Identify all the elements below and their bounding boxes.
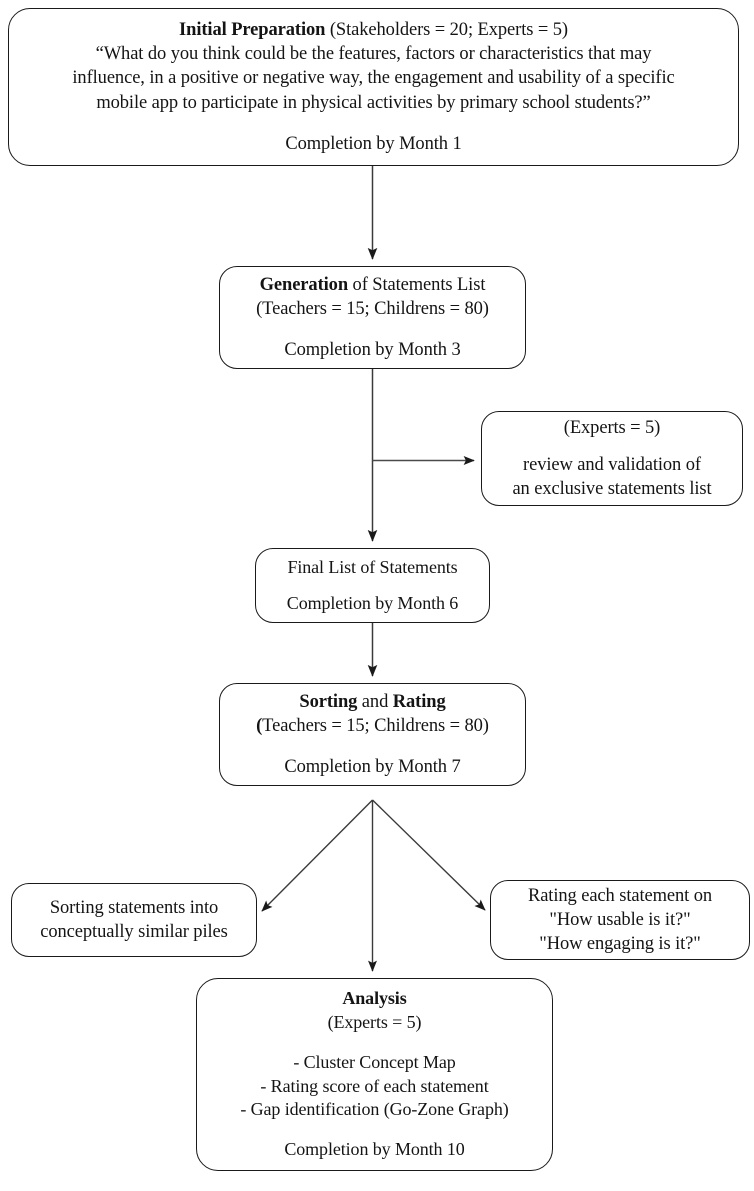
initial-question-line-2: influence, in a positive or negative way…	[72, 68, 675, 89]
analysis-participants: (Experts = 5)	[327, 1011, 422, 1032]
sorting-participants-row: (Teachers = 15; Childrens = 80)	[256, 714, 489, 738]
node-generation-of-statements-list[interactable]: Generation of Statements List (Teachers …	[219, 266, 526, 369]
analysis-bullet-3: - Gap identification (Go-Zone Graph)	[240, 1098, 509, 1119]
sorting-completion: Completion by Month 7	[284, 757, 461, 778]
generation-heading-rest: of Statements List	[348, 274, 486, 295]
final-list-title: Final List of Statements	[287, 556, 458, 577]
node-sorting-and-rating[interactable]: Sorting and Rating (Teachers = 15; Child…	[219, 683, 526, 786]
initial-question-line-3: mobile app to participate in physical ac…	[96, 92, 651, 113]
initial-completion: Completion by Month 1	[285, 133, 462, 154]
node-initial-preparation[interactable]: Initial Preparation (Stakeholders = 20; …	[8, 8, 739, 166]
sorting-heading-2: Rating	[392, 691, 446, 712]
sorting-heading-1: Sorting	[299, 691, 358, 712]
generation-heading: Generation	[259, 274, 349, 295]
generation-completion: Completion by Month 3	[284, 340, 461, 361]
node-analysis[interactable]: Analysis (Experts = 5) - Cluster Concept…	[196, 978, 553, 1171]
sort-piles-line-1: Sorting statements into	[49, 897, 219, 918]
node-rating-questions[interactable]: Rating each statement on "How usable is …	[490, 880, 750, 960]
analysis-heading-text: Analysis	[342, 988, 407, 1009]
analysis-completion: Completion by Month 10	[284, 1139, 465, 1160]
sorting-participants: Teachers = 15; Childrens = 80)	[262, 715, 489, 736]
node-sorting-statements-piles[interactable]: Sorting statements into conceptually sim…	[11, 883, 257, 957]
experts-line-1: review and validation of	[523, 454, 701, 475]
sorting-participants-open: (	[256, 715, 263, 736]
node-experts-review[interactable]: (Experts = 5) review and validation of a…	[481, 411, 743, 506]
experts-line-2: an exclusive statements list	[512, 478, 712, 499]
initial-heading: Initial Preparation	[179, 20, 326, 41]
generation-participants: (Teachers = 15; Childrens = 80)	[256, 298, 489, 319]
edge-sorting-to-sorting-piles	[261, 799, 373, 912]
initial-question-line-1: “What do you think could be the features…	[95, 44, 652, 65]
initial-heading-row: Initial Preparation (Stakeholders = 20; …	[179, 18, 568, 42]
sorting-heading-row: Sorting and Rating	[299, 690, 445, 714]
experts-participants: (Experts = 5)	[563, 418, 661, 438]
analysis-bullet-2: - Rating score of each statement	[260, 1075, 489, 1096]
sort-piles-line-2: conceptually similar piles	[40, 922, 228, 942]
edge-sorting-to-rating-questions	[372, 799, 486, 911]
generation-heading-row: Generation of Statements List	[260, 273, 486, 297]
analysis-bullet-1: - Cluster Concept Map	[293, 1052, 456, 1073]
rating-line-3: "How engaging is it?"	[539, 934, 701, 955]
sorting-heading-mid: and	[357, 691, 393, 712]
analysis-heading: Analysis	[342, 987, 406, 1010]
rating-line-1: Rating each statement on	[527, 885, 713, 906]
rating-line-2: "How usable is it?"	[549, 909, 691, 930]
node-final-list-of-statements[interactable]: Final List of Statements Completion by M…	[255, 548, 490, 623]
initial-participants: (Stakeholders = 20; Experts = 5)	[325, 20, 568, 41]
final-list-completion: Completion by Month 6	[286, 593, 459, 613]
